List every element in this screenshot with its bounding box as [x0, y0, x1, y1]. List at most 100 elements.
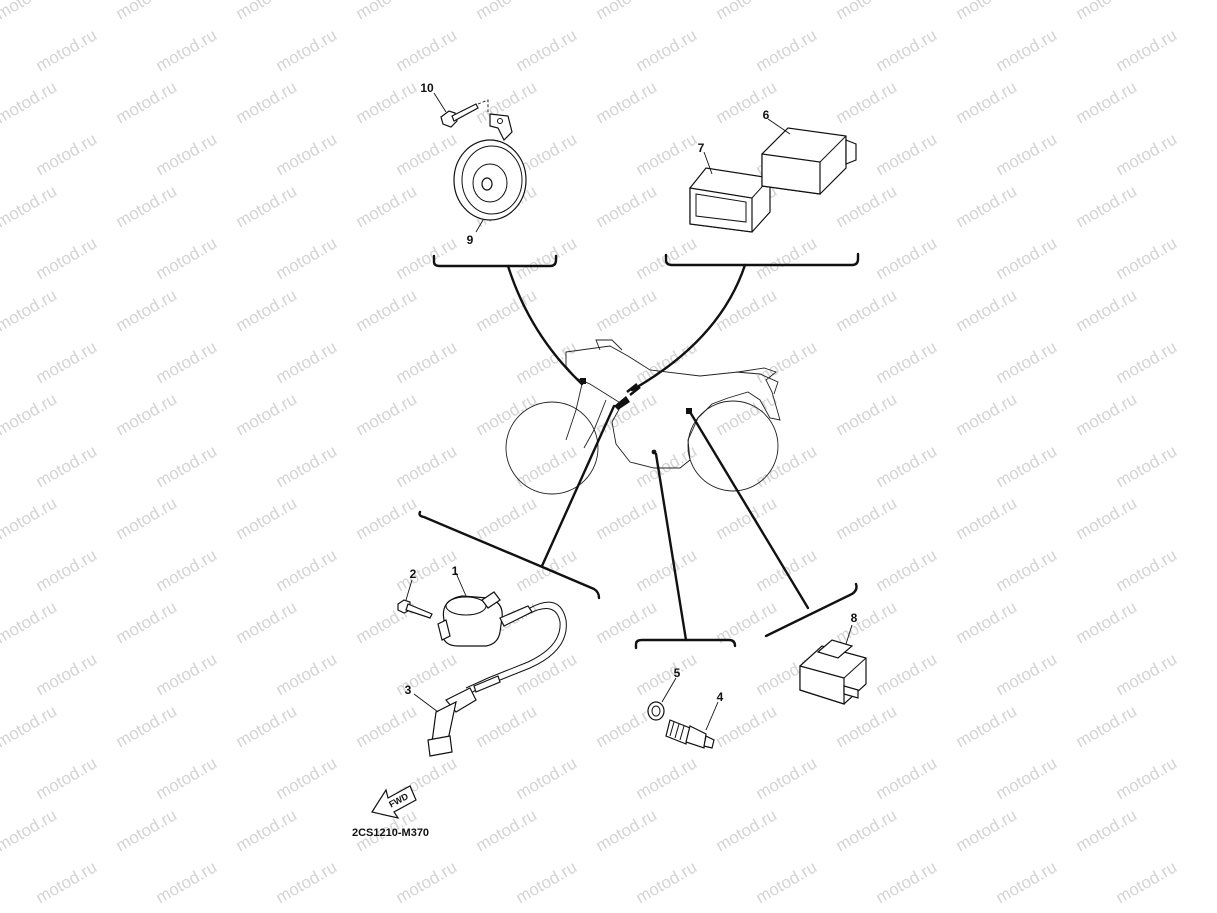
watermark-text: motod.ru [473, 285, 541, 335]
watermark-text: motod.ru [33, 545, 101, 595]
watermark-text: motod.ru [353, 493, 421, 543]
watermark-text: motod.ru [233, 701, 301, 751]
watermark-text: motod.ru [393, 545, 461, 595]
washer-icon [647, 677, 677, 721]
watermark-text: motod.ru [113, 389, 181, 439]
watermark-text: motod.ru [633, 753, 701, 803]
watermark-text: motod.ru [873, 753, 941, 803]
watermark-text: motod.ru [833, 701, 901, 751]
watermark-text: motod.ru [873, 649, 941, 699]
watermark-text: motod.ru [153, 337, 221, 387]
watermark-text: motod.ru [273, 129, 341, 179]
watermark-text: motod.ru [993, 545, 1061, 595]
relay-housing-icon [689, 151, 771, 233]
watermark-text: motod.ru [513, 649, 581, 699]
watermark-text: motod.ru [233, 493, 301, 543]
watermark-text: motod.ru [0, 285, 60, 335]
callout-8: 8 [851, 611, 858, 625]
watermark-text: motod.ru [953, 701, 1021, 751]
callout-4: 4 [717, 690, 724, 704]
watermark-text: motod.ru [993, 337, 1061, 387]
callout-5: 5 [674, 666, 681, 680]
callout-7: 7 [698, 141, 705, 155]
watermark-text: motod.ru [233, 181, 301, 231]
watermark-text: motod.ru [233, 77, 301, 127]
watermark-text: motod.ru [233, 0, 301, 23]
watermark-text: motod.ru [233, 285, 301, 335]
watermark-text: motod.ru [833, 597, 901, 647]
watermark-text: motod.ru [353, 389, 421, 439]
watermark-text: motod.ru [153, 233, 221, 283]
watermark-text: motod.ru [593, 285, 661, 335]
watermark-text: motod.ru [473, 0, 541, 23]
callout-9: 9 [467, 233, 474, 247]
watermark-text: motod.ru [113, 77, 181, 127]
watermark-text: motod.ru [753, 25, 821, 75]
watermark-text: motod.ru [833, 77, 901, 127]
watermark-text: motod.ru [473, 493, 541, 543]
bracket-relays [630, 252, 860, 392]
watermark-text: motod.ru [1073, 493, 1141, 543]
relay-icon [761, 118, 857, 195]
watermark-text: motod.ru [953, 493, 1021, 543]
watermark-text: motod.ru [1073, 805, 1141, 855]
watermark-text: motod.ru [873, 233, 941, 283]
watermark-text: motod.ru [233, 389, 301, 439]
drawing-code: 2CS1210-M370 [352, 827, 429, 839]
watermark-text: motod.ru [633, 857, 701, 907]
motorcycle-silhouette [505, 339, 781, 495]
watermark-text: motod.ru [33, 857, 101, 907]
watermark-text: motod.ru [1073, 77, 1141, 127]
watermark-text: motod.ru [1113, 857, 1181, 907]
watermark-text: motod.ru [593, 77, 661, 127]
watermark-text: motod.ru [273, 545, 341, 595]
watermark-text: motod.ru [33, 649, 101, 699]
watermark-text: motod.ru [953, 285, 1021, 335]
watermark-text: motod.ru [33, 753, 101, 803]
watermark-text: motod.ru [593, 181, 661, 231]
watermark-text: motod.ru [353, 77, 421, 127]
watermark-text: motod.ru [993, 753, 1061, 803]
watermark-text: motod.ru [393, 25, 461, 75]
watermark-text: motod.ru [0, 597, 60, 647]
watermark-text: motod.ru [753, 233, 821, 283]
watermark-text: motod.ru [393, 337, 461, 387]
watermark-text: motod.ru [113, 493, 181, 543]
watermark-text: motod.ru [993, 857, 1061, 907]
watermark-text: motod.ru [833, 285, 901, 335]
watermark-text: motod.ru [353, 0, 421, 23]
watermark-text: motod.ru [113, 597, 181, 647]
watermark-text: motod.ru [953, 181, 1021, 231]
watermark-text: motod.ru [953, 77, 1021, 127]
watermark-text: motod.ru [153, 753, 221, 803]
neutral-switch-icon [665, 701, 719, 749]
watermark-text: motod.ru [993, 129, 1061, 179]
watermark-text: motod.ru [993, 649, 1061, 699]
spark-plug-cap-icon [413, 687, 477, 757]
watermark-text: motod.ru [33, 233, 101, 283]
watermark-text: motod.ru [273, 25, 341, 75]
watermark-text: motod.ru [873, 545, 941, 595]
watermark-text: motod.ru [873, 25, 941, 75]
watermark-text: motod.ru [273, 753, 341, 803]
watermark-text: motod.ru [473, 805, 541, 855]
callout-6: 6 [763, 108, 770, 122]
bracket-horn [432, 254, 584, 386]
bracket-ignition [418, 404, 616, 600]
watermark-text: motod.ru [713, 0, 781, 23]
watermark-text: motod.ru [273, 857, 341, 907]
watermark-text: motod.ru [993, 233, 1061, 283]
watermark-text: motod.ru [1073, 181, 1141, 231]
watermark-text: motod.ru [393, 233, 461, 283]
watermark-text: motod.ru [153, 25, 221, 75]
watermark-text: motod.ru [513, 753, 581, 803]
watermark-text: motod.ru [833, 181, 901, 231]
watermark-text: motod.ru [633, 129, 701, 179]
fwd-arrow-icon: FWD [371, 785, 417, 819]
watermark-text: motod.ru [473, 389, 541, 439]
watermark-text: motod.ru [833, 389, 901, 439]
watermark-text: motod.ru [113, 285, 181, 335]
watermark-text: motod.ru [273, 233, 341, 283]
watermark-text: motod.ru [113, 701, 181, 751]
